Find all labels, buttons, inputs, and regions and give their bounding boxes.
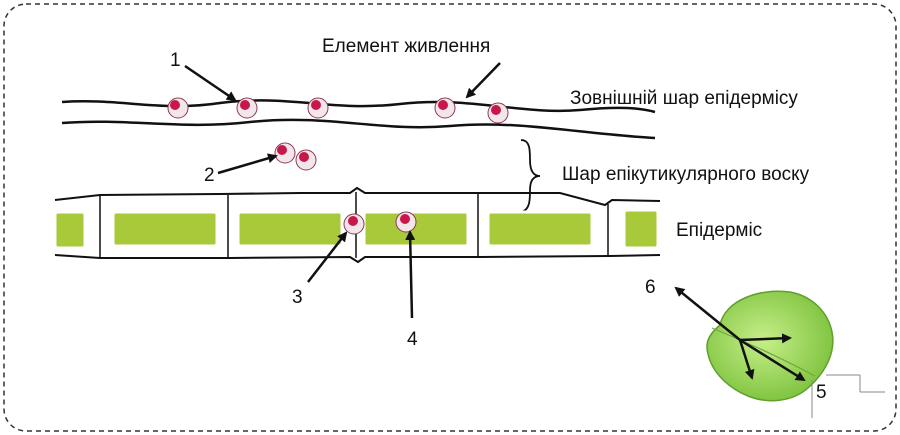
- number-2: 2: [204, 165, 215, 186]
- wax-layer-brace: [520, 139, 541, 213]
- epidermis-cells: [53, 208, 660, 250]
- outer-layer-line-top: [61, 99, 656, 114]
- arrow-leaf-down: [738, 339, 755, 380]
- epidermis-top-outline: [54, 186, 661, 207]
- epidermis-cell: [236, 210, 344, 248]
- nutrient-particle: [274, 142, 296, 164]
- arrow-nutrient-label: [465, 62, 501, 99]
- nutrient-particle: [395, 211, 417, 233]
- epidermis-bottom-outline: [54, 254, 661, 264]
- outer-layer-line-bottom: [61, 118, 656, 140]
- number-1: 1: [170, 50, 181, 71]
- leaf-icon: [706, 290, 834, 402]
- label-epicuticular-wax-layer: Шар епікутикулярного воску: [562, 164, 810, 185]
- label-nutrient-element: Елемент живлення: [322, 36, 490, 57]
- epidermis-cell: [486, 210, 594, 248]
- nutrient-particles: [167, 97, 509, 235]
- number-5: 5: [816, 382, 827, 403]
- epidermis-cell: [53, 210, 87, 250]
- epidermis-cell: [362, 210, 470, 248]
- arrow-1: [184, 64, 237, 102]
- label-epidermis: Епідерміс: [676, 220, 762, 241]
- number-3: 3: [292, 287, 303, 308]
- nutrient-particle: [295, 149, 317, 171]
- epidermis-cell: [111, 210, 219, 248]
- epidermis-cell: [622, 208, 660, 250]
- number-6: 6: [645, 277, 656, 298]
- number-4: 4: [407, 329, 418, 350]
- arrow-6: [674, 286, 741, 341]
- label-outer-epidermis-layer: Зовнішній шар епідермісу: [570, 88, 798, 109]
- arrow-5: [739, 338, 806, 382]
- dashed-frame: [3, 3, 897, 432]
- nutrient-particle: [487, 102, 509, 124]
- arrow-3: [307, 231, 348, 283]
- leaf-illustration: [674, 286, 885, 418]
- arrow-2: [217, 153, 278, 175]
- nutrient-particle: [167, 97, 189, 119]
- arrow-leaf-right: [739, 333, 792, 344]
- nutrient-particle: [236, 97, 258, 119]
- nutrient-particle: [434, 97, 456, 119]
- nutrient-particle: [343, 213, 365, 235]
- nutrient-particle: [307, 97, 329, 119]
- arrow-4: [405, 230, 416, 319]
